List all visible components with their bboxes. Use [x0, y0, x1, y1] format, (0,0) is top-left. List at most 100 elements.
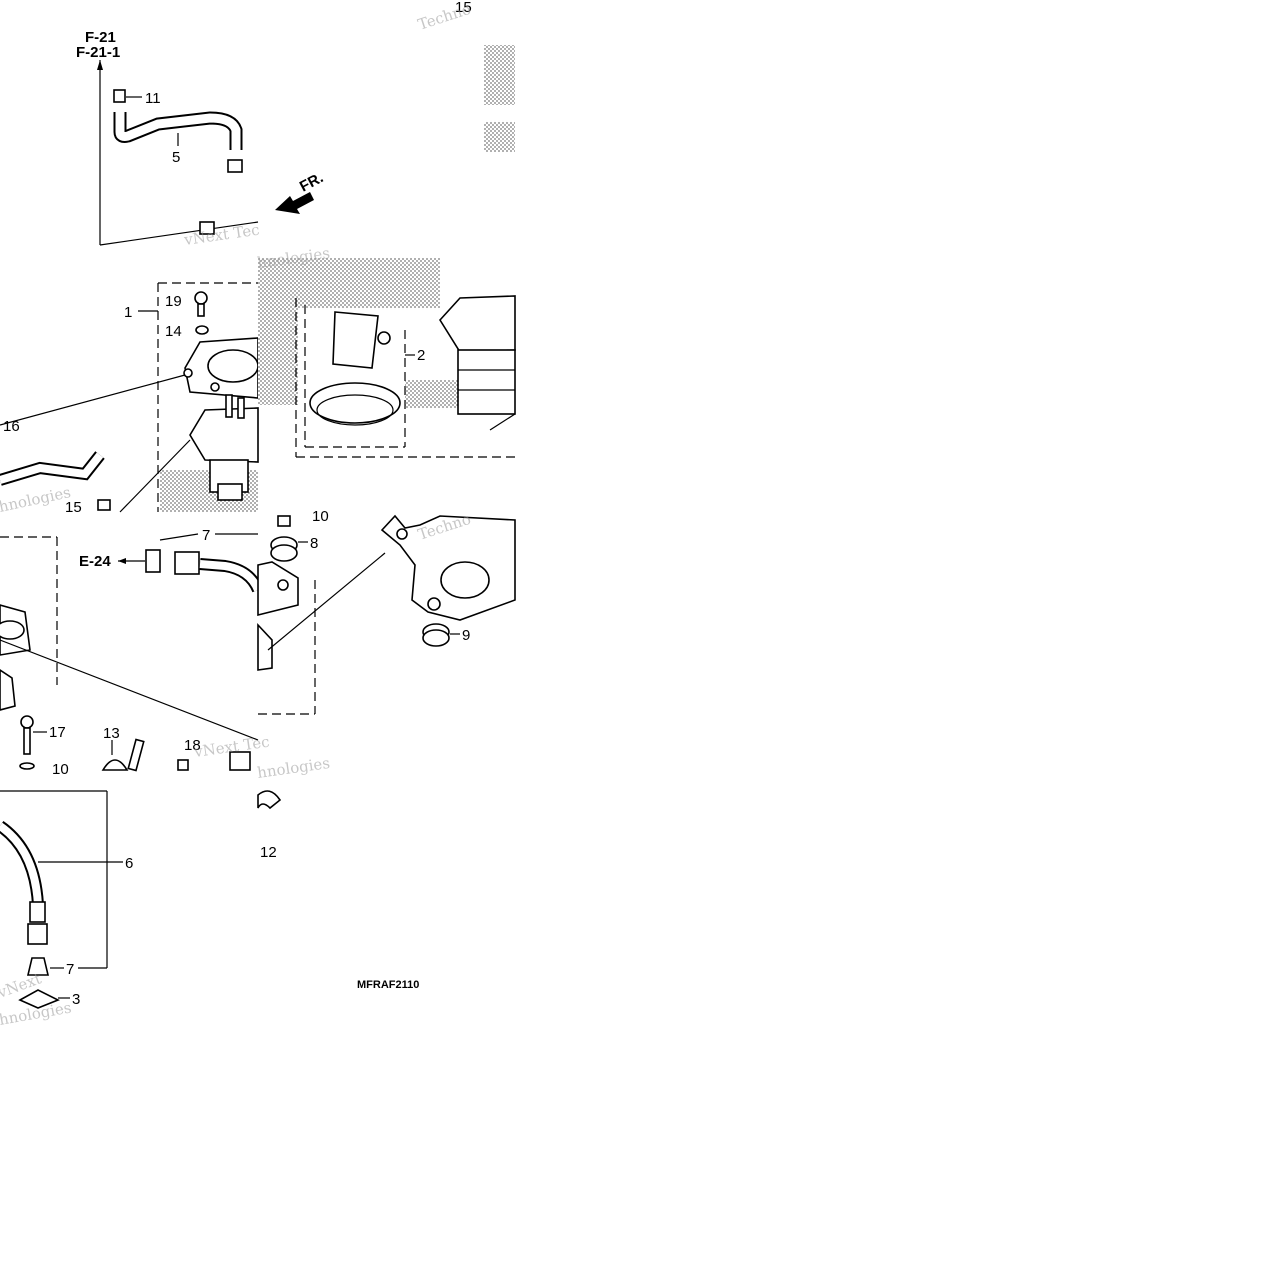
connector-part-7 — [145, 549, 161, 573]
pump-connector — [217, 483, 243, 501]
shading — [258, 258, 440, 308]
watermark-text: hnologies — [256, 754, 331, 782]
bolt-part-10 — [277, 515, 291, 527]
callout-12[interactable]: 12 — [260, 844, 277, 861]
leader-line — [0, 639, 259, 741]
connector-part-7 — [26, 957, 50, 976]
callout-15-top[interactable]: 15 — [455, 0, 472, 16]
grommet-part-8-lower — [270, 544, 298, 562]
diagram-code: MFRAF2110 — [357, 979, 419, 991]
hose-part-5-inner — [115, 112, 241, 150]
bracket-hole — [396, 528, 408, 540]
fitting-part — [174, 551, 200, 575]
ref-fr[interactable]: FR. — [297, 169, 326, 195]
bracket-hole — [427, 597, 441, 611]
callout-10-bottom[interactable]: 10 — [52, 761, 69, 778]
tank-body-partial — [257, 622, 273, 671]
pump-pipe — [237, 397, 245, 419]
callout-6[interactable]: 6 — [125, 855, 133, 872]
pump-flange — [189, 407, 259, 463]
callout-19[interactable]: 19 — [165, 293, 182, 310]
seal-ring-inner — [316, 394, 394, 426]
leader-line — [489, 413, 516, 431]
pump-opening — [0, 620, 25, 640]
filter-screen — [332, 311, 379, 369]
tile-fuel-pump: 1 19 14 16 15 — [0, 282, 259, 516]
bolt-part-17-shank — [23, 727, 31, 755]
callout-9[interactable]: 9 — [462, 627, 470, 644]
watermark-text: vNext Tec — [182, 221, 261, 250]
tile-fuel-filter: 2 — [258, 258, 516, 458]
callout-5[interactable]: 5 — [172, 149, 180, 166]
plate-hole — [277, 579, 289, 591]
bolt-part-18 — [177, 759, 189, 771]
clamp-part-15 — [97, 499, 111, 511]
bolt-part-19 — [194, 291, 208, 305]
tank-plate-partial — [257, 561, 299, 617]
clamp-part — [227, 159, 243, 173]
leader-line — [159, 533, 199, 541]
ref-f21-1[interactable]: F-21-1 — [76, 44, 120, 61]
leader-line — [119, 439, 191, 513]
callout-7-top[interactable]: 7 — [202, 527, 210, 544]
watermark-text: hnologies — [0, 483, 72, 516]
callout-10-top[interactable]: 10 — [312, 508, 329, 525]
clamp-part — [199, 221, 215, 235]
callout-8[interactable]: 8 — [310, 535, 318, 552]
callout-13[interactable]: 13 — [103, 725, 120, 742]
hose-part-16-inner — [0, 452, 104, 484]
clip-part-13-tab — [127, 738, 145, 772]
callout-1[interactable]: 1 — [124, 304, 132, 321]
filter-housing-flange — [439, 295, 516, 353]
arrow-up-icon — [97, 60, 103, 70]
washer-part-14 — [195, 325, 209, 335]
tile-clamp: 12 MFRAF2110 — [257, 790, 419, 991]
shading — [405, 380, 460, 408]
watermark-text: Techno — [416, 0, 473, 34]
pump-pipe — [225, 394, 233, 418]
callout-2[interactable]: 2 — [417, 347, 425, 364]
ref-f21[interactable]: F-21 — [85, 29, 116, 46]
filter-housing-body — [457, 349, 516, 415]
callout-11[interactable]: 11 — [145, 90, 161, 107]
bolt-part-17 — [20, 715, 34, 729]
tile-fuel-line: E-24 7 17 10 13 18 — [0, 527, 264, 778]
pump-opening — [207, 349, 259, 383]
arrow-left-icon — [118, 558, 126, 564]
bracket-opening — [440, 561, 490, 599]
tile-bracket: 9 — [380, 514, 516, 647]
bracket-line — [99, 221, 259, 246]
clamp-part-12 — [257, 790, 282, 810]
clip-part-3 — [18, 989, 60, 1009]
fuel-hose-inner — [199, 560, 262, 592]
seal-ring — [309, 382, 401, 424]
tile-mount-plate: 10 8 — [257, 508, 386, 715]
callout-17[interactable]: 17 — [49, 724, 66, 741]
pump-body-partial — [0, 669, 16, 711]
callout-15-mid[interactable]: 15 — [65, 499, 82, 516]
leader-line — [0, 374, 186, 426]
tile-hose-assembly: F-21 F-21-1 11 5 15 FR. — [76, 0, 472, 246]
shading — [484, 122, 515, 152]
bolt-part-19-shank — [197, 303, 205, 317]
callout-3[interactable]: 3 — [72, 991, 80, 1008]
shading — [258, 305, 298, 405]
o-ring-small — [377, 331, 391, 345]
callout-18[interactable]: 18 — [184, 737, 201, 754]
bolt-hole — [210, 382, 220, 392]
callout-14[interactable]: 14 — [165, 323, 182, 340]
clip-part-13 — [101, 759, 129, 771]
callout-16[interactable]: 16 — [3, 418, 20, 435]
shading — [484, 45, 515, 105]
clamp-part-11 — [113, 89, 126, 103]
tile-drain-hose: 6 7 3 — [0, 790, 133, 1009]
grommet-part — [229, 751, 251, 771]
hose-fitting — [29, 901, 46, 923]
leader-line — [267, 552, 386, 651]
front-arrow-icon — [275, 192, 314, 214]
washer-part-10 — [19, 762, 35, 770]
callout-7-bottom[interactable]: 7 — [66, 961, 74, 978]
ref-e24[interactable]: E-24 — [79, 553, 111, 570]
hose-fitting — [27, 923, 48, 945]
